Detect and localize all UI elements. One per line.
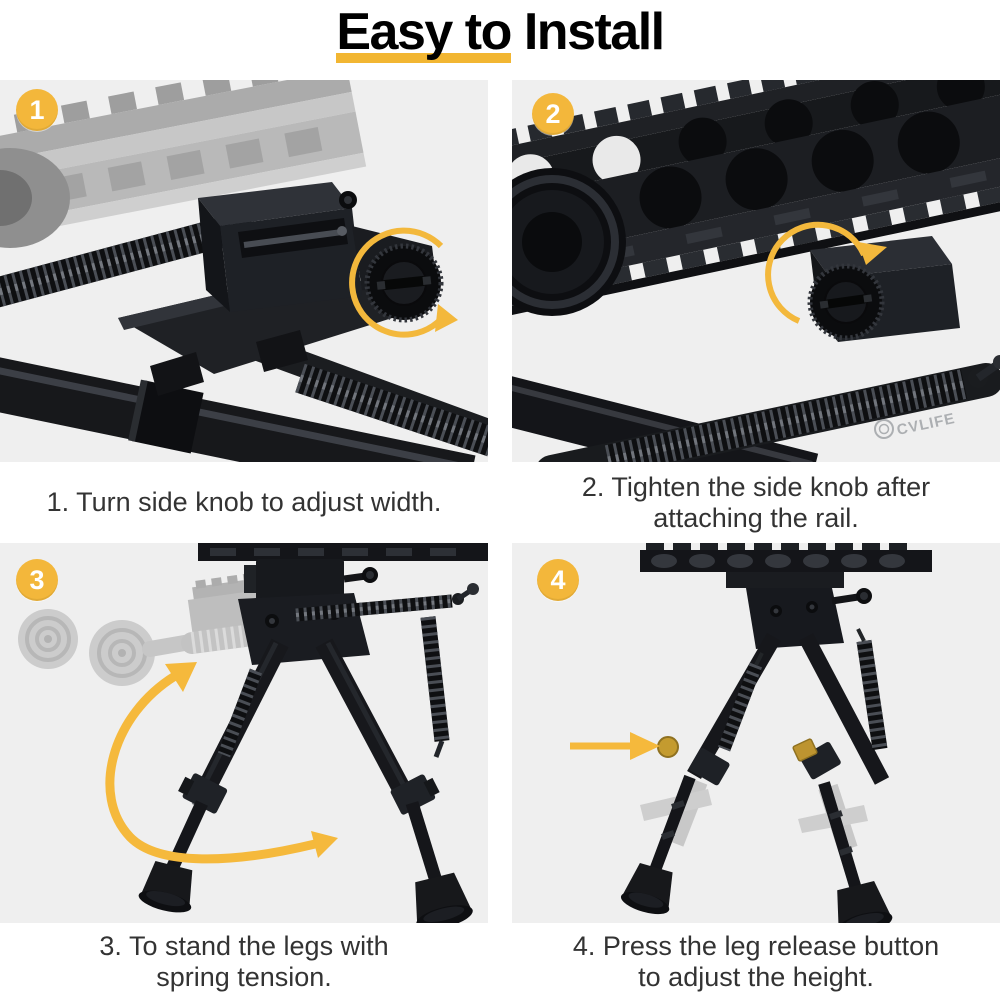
step4-photo: 4 [512, 543, 1000, 923]
press-arrow-icon [570, 732, 660, 760]
caption-line: spring tension. [156, 961, 332, 992]
rotate-arrow-icon [349, 227, 458, 338]
step2-photo: CVLIFE 2 [512, 80, 1000, 462]
rail-clamp [118, 182, 438, 396]
folded-legs: CVLIFE [512, 355, 1000, 462]
side-knob [364, 243, 444, 323]
step-number-badge: 2 [532, 93, 574, 135]
leg-release-button-left [657, 736, 679, 758]
caption-line: 4. Press the leg release button [572, 930, 940, 961]
ghost-rail [0, 80, 367, 248]
caption-line: attaching the rail. [653, 502, 859, 533]
step4-illustration [512, 543, 1000, 923]
caption-line: 1. Turn side knob to adjust width. [46, 487, 442, 517]
step1-illustration [0, 80, 488, 462]
caption-line: 3. To stand the legs with [99, 930, 389, 961]
leg-release-button-right [792, 738, 818, 762]
rotate-arrow-icon [765, 221, 887, 324]
step1-photo: 1 [0, 80, 488, 462]
step-number-badge: 3 [16, 559, 58, 601]
spring-leg-upper [0, 213, 253, 308]
step3-caption: 3. To stand the legs with spring tension… [0, 923, 488, 1000]
step4-caption: 4. Press the leg release button to adjus… [512, 923, 1000, 1000]
muzzle-ring [512, 168, 626, 316]
caption-line: 2. Tighten the side knob after [581, 471, 931, 502]
top-rail [640, 543, 932, 572]
barrel [0, 357, 476, 462]
step-number-badge: 1 [16, 89, 58, 131]
step2-illustration: CVLIFE [512, 80, 1000, 462]
step3-illustration [0, 543, 488, 923]
swing-arrow-icon [105, 662, 338, 864]
step-number-badge: 4 [537, 559, 579, 601]
step2-caption: 2. Tighten the side knob after attaching… [512, 462, 1000, 543]
mount-block [726, 572, 872, 649]
step1-caption: 1. Turn side knob to adjust width. [0, 462, 488, 543]
standing-bipod [138, 543, 488, 923]
title-rest-words: Install [523, 3, 665, 61]
step3-photo: 3 [0, 543, 488, 923]
title-highlighted-words: Easy to [336, 3, 512, 63]
caption-line: to adjust the height. [638, 961, 874, 992]
side-knob [807, 263, 885, 341]
bipod-legs [620, 628, 893, 923]
